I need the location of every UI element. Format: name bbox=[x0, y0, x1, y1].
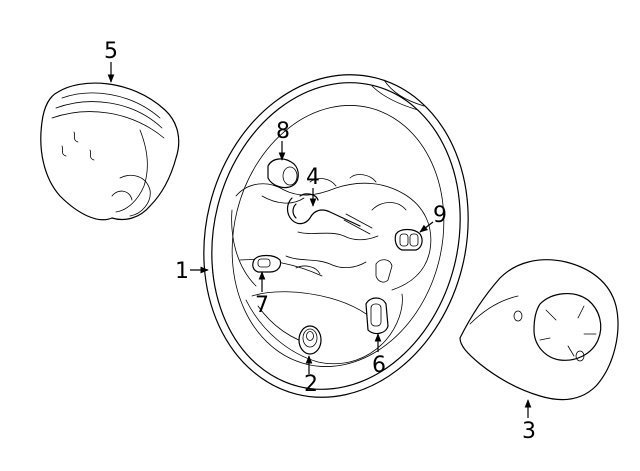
callout-leaders bbox=[107, 62, 532, 418]
callout-2: 2 bbox=[304, 372, 318, 397]
horn-clip-part-4 bbox=[286, 193, 361, 227]
callout-6: 6 bbox=[372, 353, 386, 378]
leader-9 bbox=[419, 221, 434, 233]
airbag-module-part bbox=[40, 82, 180, 221]
switch-part-8 bbox=[267, 158, 299, 189]
callout-9: 9 bbox=[433, 203, 447, 228]
steering-wheel-part bbox=[203, 74, 469, 398]
callout-7: 7 bbox=[255, 293, 269, 318]
switch-part-9 bbox=[394, 228, 423, 251]
callout-3: 3 bbox=[522, 419, 536, 444]
callout-labels: 5 1 8 4 9 7 2 6 3 bbox=[104, 39, 536, 444]
switch-part-6 bbox=[365, 297, 389, 335]
callout-1: 1 bbox=[175, 259, 189, 284]
switch-part-7 bbox=[252, 254, 282, 273]
callout-5: 5 bbox=[104, 39, 118, 64]
callout-4: 4 bbox=[306, 165, 320, 190]
horn-button-part-2 bbox=[298, 325, 322, 355]
column-cover-part bbox=[459, 259, 619, 401]
callout-8: 8 bbox=[276, 119, 290, 144]
